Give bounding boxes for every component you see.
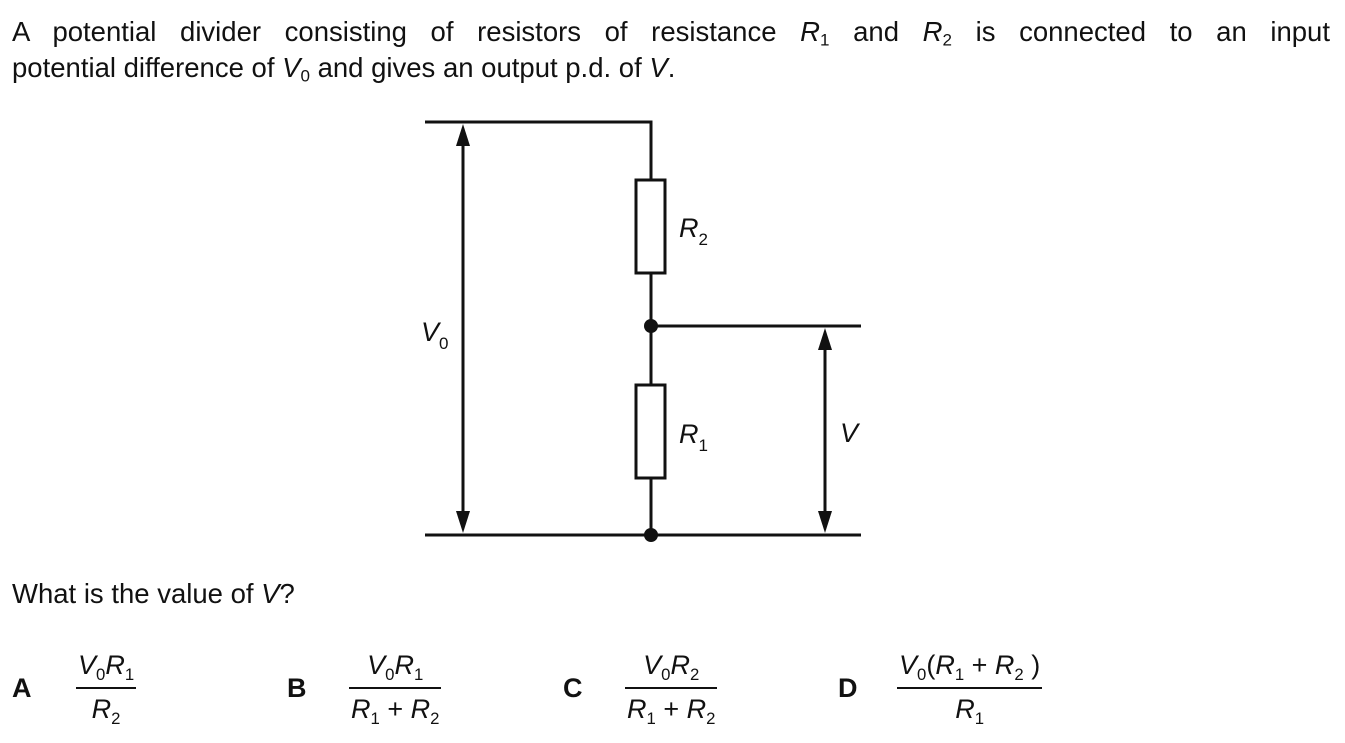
question-prompt: What is the value of V? (12, 578, 295, 610)
option-b-numerator: V0R1 (367, 650, 424, 684)
v-arrow-head-down (818, 511, 832, 533)
option-a-fraction[interactable]: V0R1 R2 (76, 650, 137, 728)
option-c-letter[interactable]: C (563, 673, 583, 703)
intro-text: . (667, 52, 676, 83)
sub-2: 2 (942, 30, 952, 50)
question-text: ? (279, 578, 295, 609)
v0-label: V0 (421, 317, 448, 353)
v0-arrow-head-up (456, 124, 470, 146)
var-v: V (261, 578, 280, 609)
option-d-fraction[interactable]: V0(R1 + R2 ) R1 (897, 650, 1043, 728)
option-a-numerator: V0R1 (78, 650, 135, 684)
option-d-letter[interactable]: D (838, 673, 858, 703)
sub-0: 0 (300, 66, 310, 86)
option-b-denominator: R1 + R2 (351, 694, 440, 728)
option-c-denominator: R1 + R2 (627, 694, 716, 728)
junction-dot (644, 528, 658, 542)
intro-text: is connected to an input (951, 16, 1330, 47)
intro-text: potential difference of (12, 52, 283, 83)
question-text: What is the value of (12, 578, 262, 609)
sub-1: 1 (820, 30, 830, 50)
option-d-denominator: R1 (955, 694, 985, 728)
r2-label: R2 (679, 213, 708, 249)
intro-line-2: potential difference of V0 and gives an … (12, 50, 1330, 86)
fraction-bar (349, 687, 442, 689)
fraction-bar (625, 687, 718, 689)
resistor-r1 (634, 383, 667, 480)
option-a-denominator: R2 (91, 694, 121, 728)
option-b-fraction[interactable]: V0R1 R1 + R2 (349, 650, 442, 728)
var-r: R (922, 16, 943, 47)
v-arrow-head-up (818, 328, 832, 350)
v0-arrow-head-down (456, 511, 470, 533)
option-a-letter[interactable]: A (12, 673, 32, 703)
intro-text: A potential divider consisting of resist… (12, 16, 801, 47)
junction-dot (644, 319, 658, 333)
option-d-numerator: V0(R1 + R2 ) (899, 650, 1041, 684)
resistor-r2 (634, 178, 667, 275)
var-v: V (282, 52, 301, 83)
fraction-bar (76, 687, 137, 689)
intro-text: and (829, 16, 923, 47)
fraction-bar (897, 687, 1043, 689)
intro-line-1: A potential divider consisting of resist… (12, 14, 1330, 50)
r1-label: R1 (679, 419, 708, 455)
var-v: V (649, 52, 668, 83)
intro-text: and gives an output p.d. of (309, 52, 650, 83)
option-b-letter[interactable]: B (287, 673, 307, 703)
v-label: V (840, 418, 861, 448)
var-r: R (800, 16, 821, 47)
option-c-fraction[interactable]: V0R2 R1 + R2 (625, 650, 718, 728)
option-c-numerator: V0R2 (643, 650, 700, 684)
top-wire (425, 120, 653, 180)
question-intro: A potential divider consisting of resist… (12, 14, 1330, 86)
